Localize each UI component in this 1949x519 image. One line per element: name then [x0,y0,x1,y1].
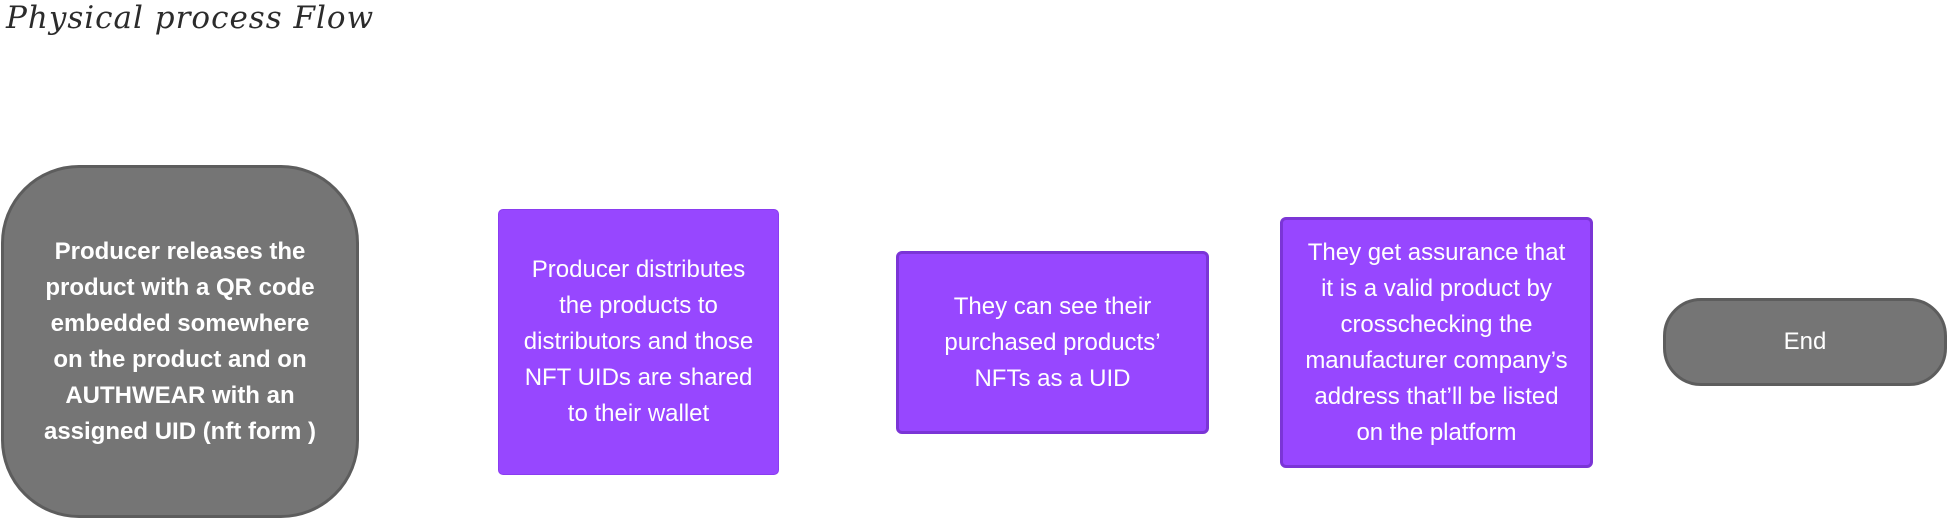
assurance-node-line: address that’ll be listed [1314,382,1559,410]
distribute-node-line: to their wallet [567,400,710,427]
end-node-label: End [1783,328,1827,355]
start-node-text: Producer releases the product with a QR … [44,234,316,450]
distribute-node-line: the products to [559,292,718,319]
view-nft-node-line: purchased products’ [944,328,1161,356]
distribute-node-text: Producer distributes the products to dis… [524,252,753,432]
start-node-line: on the product and on [53,345,307,373]
distribute-node-line: Producer distributes [531,256,746,283]
view-nft-process-node[interactable]: They can see their purchased products’ N… [896,251,1209,434]
view-nft-node-line: NFTs as a UID [974,364,1131,392]
start-node-line: product with a QR code [45,273,315,301]
distribute-node-line: NFT UIDs are shared [524,364,753,391]
assurance-node-line: manufacturer company’s [1305,346,1568,374]
assurance-node-line: on the platform [1356,418,1517,446]
view-nft-node-text: They can see their purchased products’ N… [944,289,1160,397]
view-nft-node-line: They can see their [953,292,1152,320]
start-node-line: AUTHWEAR with an [65,381,295,409]
diagram-title: Physical process Flow [6,0,375,36]
start-node-line: assigned UID (nft form ) [43,417,316,445]
distribute-process-node[interactable]: Producer distributes the products to dis… [498,209,779,475]
end-node[interactable]: End [1663,298,1947,386]
distribute-node-line: distributors and those [523,328,754,355]
assurance-node-line: it is a valid product by [1321,274,1552,302]
start-node-line: embedded somewhere [50,309,310,337]
assurance-node-line: crosschecking the [1340,310,1533,338]
start-node[interactable]: Producer releases the product with a QR … [1,165,359,518]
assurance-node-line: They get assurance that [1307,238,1566,266]
assurance-node-text: They get assurance that it is a valid pr… [1305,235,1567,451]
assurance-process-node[interactable]: They get assurance that it is a valid pr… [1280,217,1593,468]
start-node-line: Producer releases the [54,237,306,265]
